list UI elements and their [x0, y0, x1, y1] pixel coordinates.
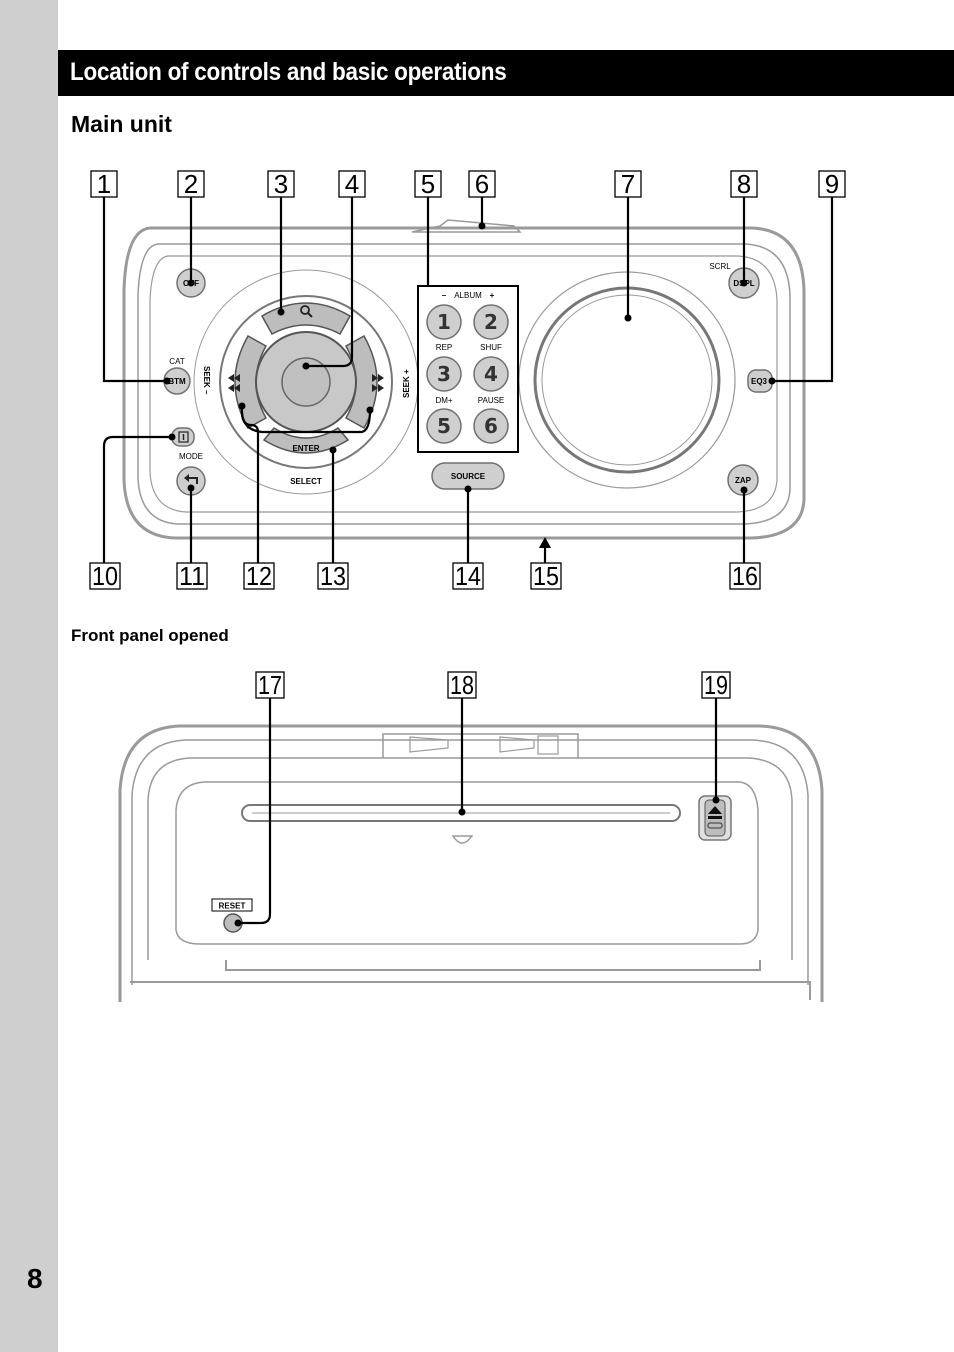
- shuf-label: SHUF: [480, 343, 502, 352]
- main-unit-heading: Main unit: [71, 111, 172, 137]
- callout-18-num: 18: [450, 670, 474, 700]
- unit-labels: OFF CAT BTM MODE SEEK – SEEK + ENTER SEL…: [168, 262, 767, 486]
- callout-18: 18: [447, 670, 477, 700]
- enter-button[interactable]: ENTER: [292, 444, 319, 453]
- select-label: SELECT: [290, 477, 322, 486]
- key-2-button[interactable]: 2: [484, 310, 498, 334]
- callout-3: 3: [267, 169, 295, 199]
- key-1-button[interactable]: 1: [437, 310, 451, 334]
- callout-11-num: 11: [179, 561, 205, 591]
- callout-2: 2: [177, 169, 205, 199]
- leader-lines-main: [102, 197, 834, 563]
- callout-17: 17: [255, 670, 285, 700]
- front-panel-illustration: RESET: [118, 724, 824, 1002]
- source-button[interactable]: SOURCE: [451, 472, 486, 481]
- callout-16: 16: [729, 561, 761, 591]
- seek-minus-label: SEEK –: [202, 366, 211, 395]
- callout-13: 13: [317, 561, 349, 591]
- callout-4: 4: [338, 169, 366, 199]
- callout-5: 5: [414, 169, 442, 199]
- main-unit-illustration: [122, 219, 806, 540]
- eject-icon: [707, 806, 723, 829]
- callout-14-num: 14: [455, 561, 481, 591]
- back-icon: [184, 474, 198, 484]
- album-label: ALBUM: [454, 291, 482, 300]
- front-panel-heading: Front panel opened: [71, 626, 229, 645]
- callout-8: 8: [730, 169, 758, 199]
- search-icon: [300, 305, 313, 318]
- key-4-button[interactable]: 4: [484, 362, 498, 386]
- album-plus-label: +: [490, 291, 495, 300]
- callout-1: 1: [90, 169, 118, 199]
- callout-6: 6: [468, 169, 496, 199]
- callout-14: 14: [452, 561, 484, 591]
- info-icon: [178, 431, 189, 443]
- callout-13-num: 13: [320, 561, 346, 591]
- callout-1-num: 1: [97, 169, 111, 199]
- scrl-label: SCRL: [709, 262, 731, 271]
- mode-label: MODE: [179, 452, 203, 461]
- leader-lines-front: [234, 698, 720, 927]
- next-track-icon: [372, 374, 384, 392]
- eq3-button[interactable]: EQ3: [751, 377, 768, 386]
- callout-19: 19: [701, 670, 731, 700]
- callout-17-num: 17: [258, 670, 282, 700]
- callout-9-num: 9: [825, 169, 839, 199]
- callout-10: 10: [89, 561, 121, 591]
- page-title: Location of controls and basic operation…: [70, 58, 507, 86]
- callout-5-num: 5: [421, 169, 435, 199]
- pause-label: PAUSE: [478, 396, 505, 405]
- callout-7: 7: [614, 169, 642, 199]
- prev-track-icon: [228, 374, 240, 392]
- key-6-button[interactable]: 6: [484, 414, 498, 438]
- callout-15-num: 15: [533, 561, 559, 591]
- callout-10-num: 10: [92, 561, 118, 591]
- callout-6-num: 6: [475, 169, 489, 199]
- callout-7-num: 7: [621, 169, 635, 199]
- callout-12-num: 12: [246, 561, 272, 591]
- title-bar: Location of controls and basic operation…: [58, 50, 954, 96]
- callout-19-num: 19: [704, 670, 728, 700]
- btm-button[interactable]: BTM: [168, 377, 186, 386]
- key-5-button[interactable]: 5: [437, 414, 451, 438]
- side-tab: [0, 0, 58, 1352]
- callout-9: 9: [818, 169, 846, 199]
- page-number: 8: [27, 1263, 43, 1294]
- reset-label: RESET: [219, 902, 246, 911]
- cat-label: CAT: [169, 357, 185, 366]
- eject-button[interactable]: [703, 798, 727, 838]
- album-minus-label: –: [442, 291, 447, 300]
- callout-12: 12: [243, 561, 275, 591]
- callout-15: 15: [530, 561, 562, 591]
- key-3-button[interactable]: 3: [437, 362, 451, 386]
- callout-4-num: 4: [345, 169, 359, 199]
- callout-8-num: 8: [737, 169, 751, 199]
- seek-plus-label: SEEK +: [402, 369, 411, 398]
- rep-label: REP: [436, 343, 452, 352]
- callout-2-num: 2: [184, 169, 198, 199]
- callout-11: 11: [176, 561, 208, 591]
- zap-button[interactable]: ZAP: [735, 476, 752, 485]
- dm-plus-label: DM+: [435, 396, 452, 405]
- callout-3-num: 3: [274, 169, 288, 199]
- callout-16-num: 16: [732, 561, 758, 591]
